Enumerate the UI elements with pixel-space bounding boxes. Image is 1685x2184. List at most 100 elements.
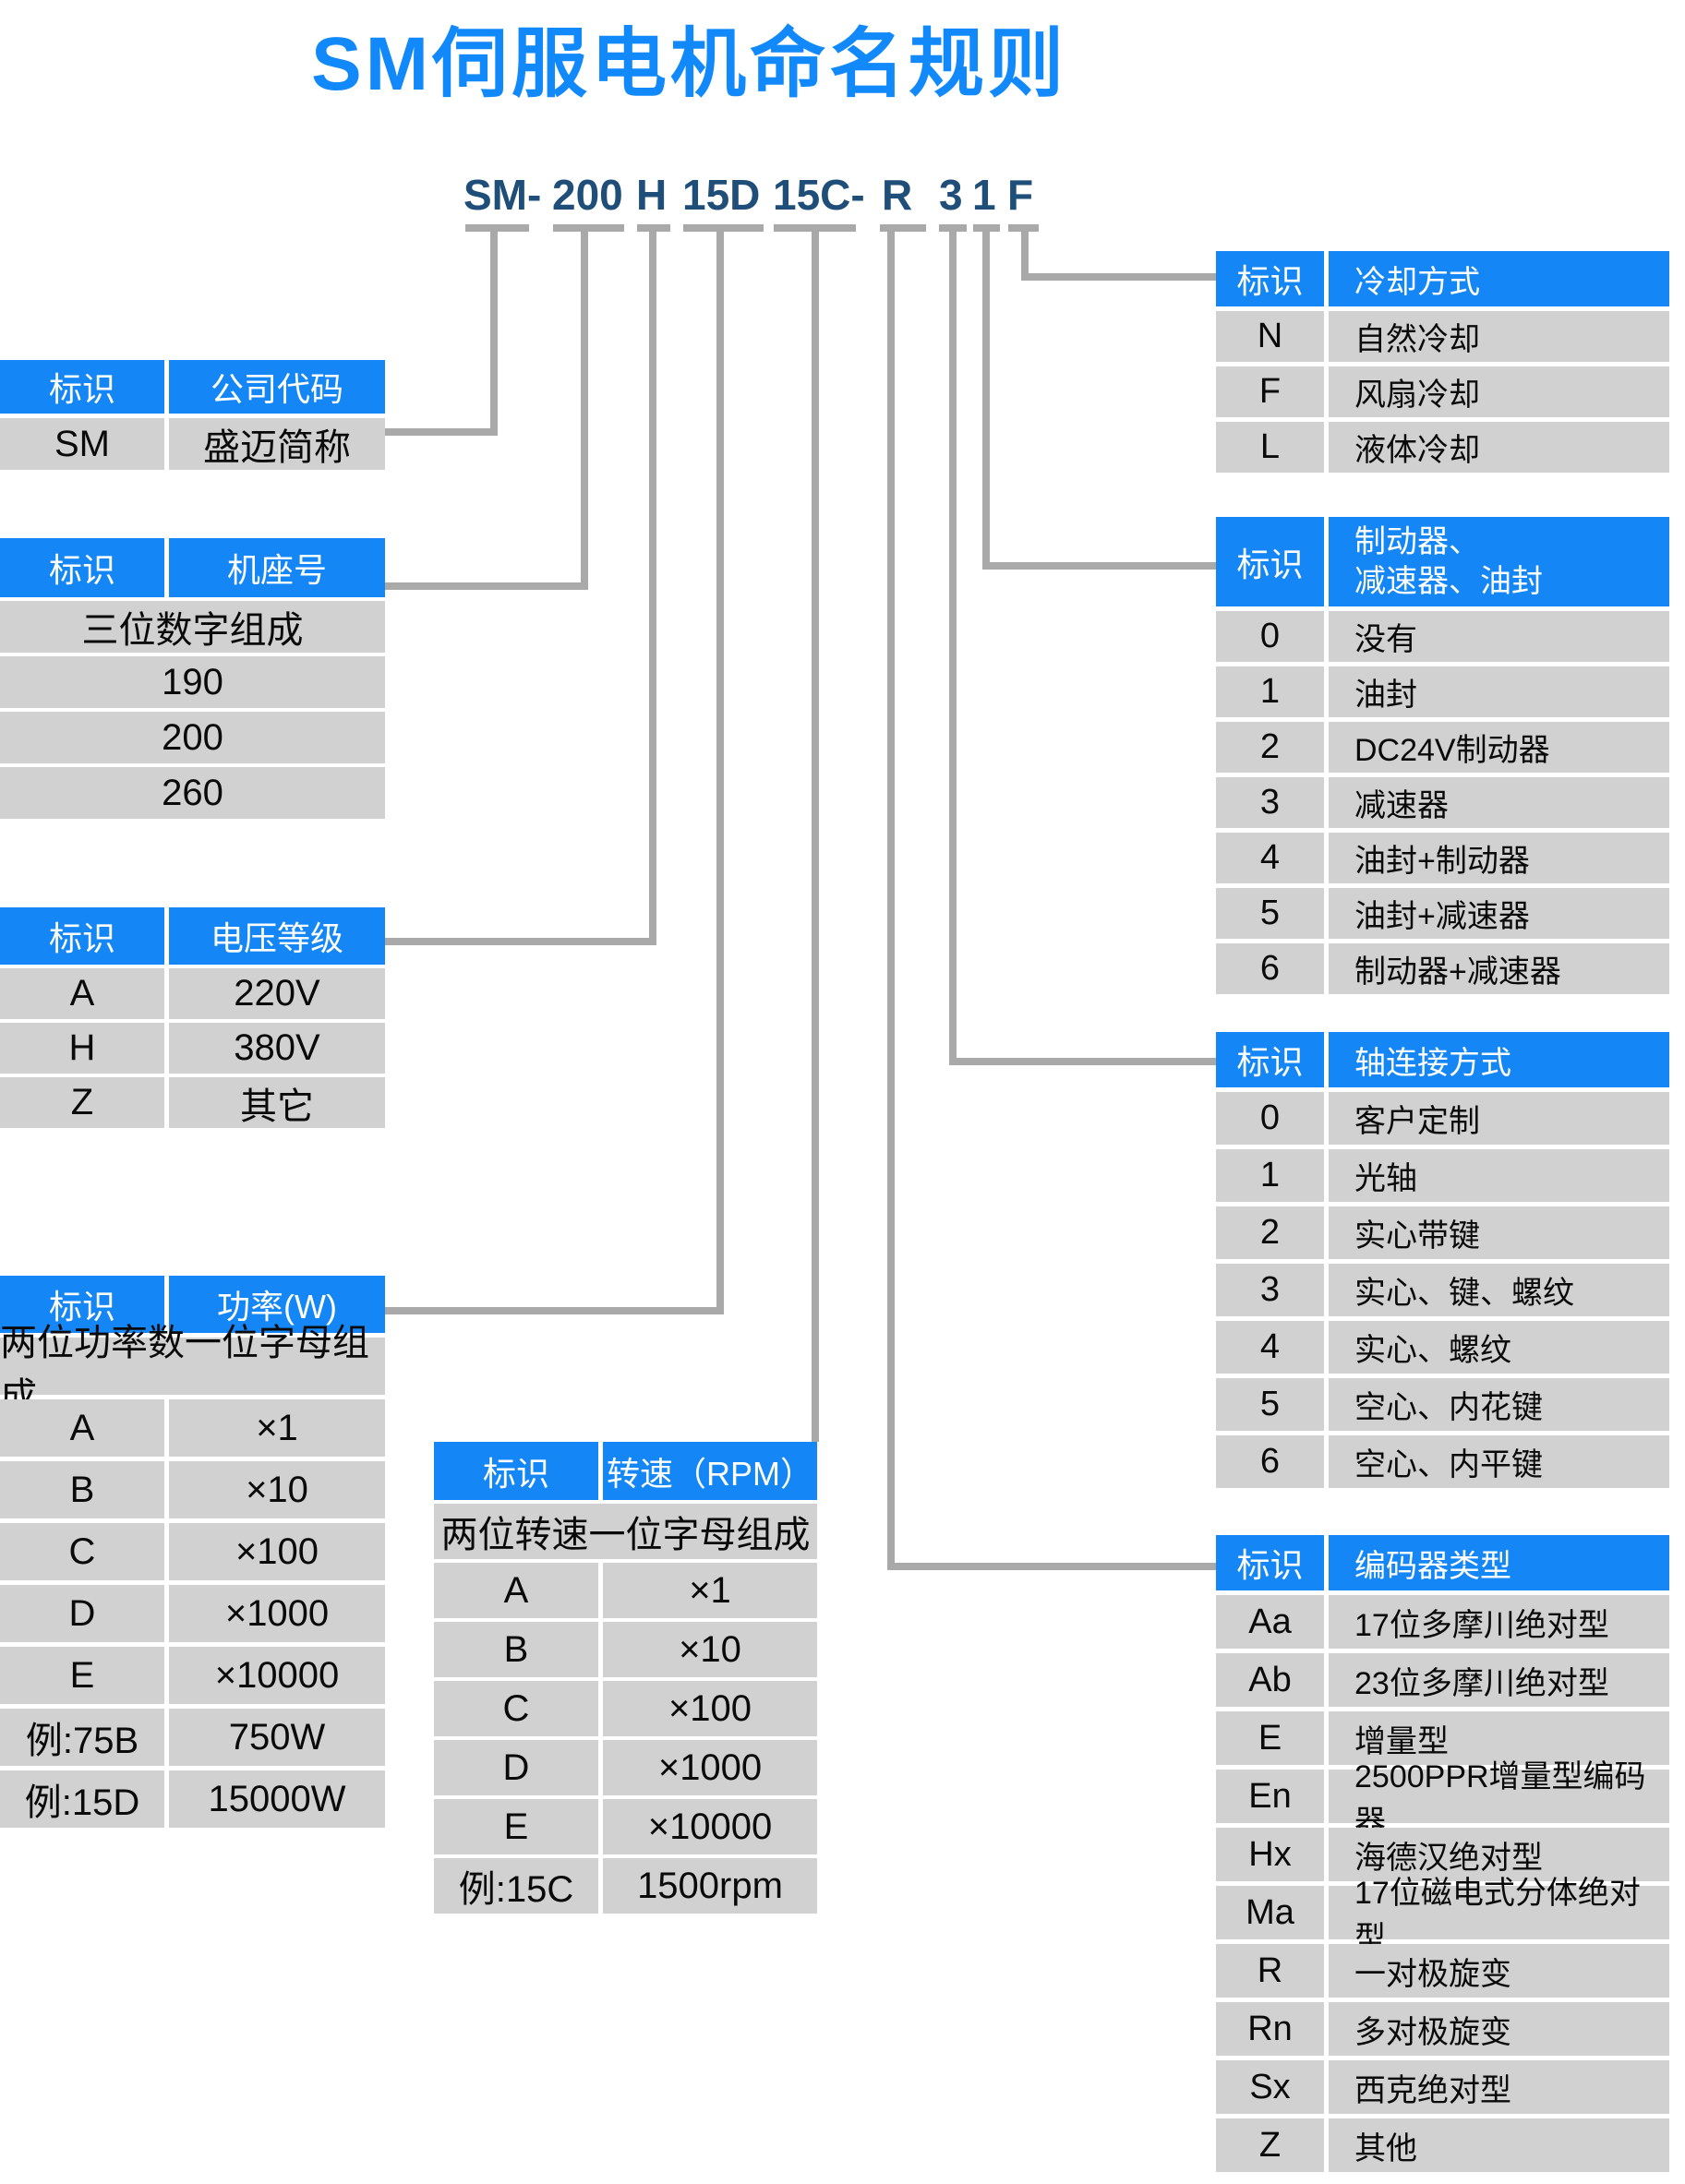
cell-id: Z — [1216, 2118, 1324, 2172]
table-body: SM 盛迈简称 — [0, 418, 385, 470]
col-header-value: 功率(W) — [169, 1276, 385, 1333]
cell-id: 3 — [1216, 1264, 1324, 1316]
cell-note: 两位功率数一位字母组成 — [0, 1323, 385, 1417]
table-row: C ×100 — [0, 1523, 385, 1580]
cell-value: ×1000 — [603, 1740, 817, 1795]
cell-value: 油封+制动器 — [1329, 833, 1669, 883]
cell-value: 260 — [0, 767, 385, 819]
table-row: 6 空心、内平键 — [1216, 1435, 1669, 1488]
cell-value: ×100 — [169, 1523, 385, 1580]
table-row: C ×100 — [434, 1681, 817, 1736]
connector-h-frame — [385, 582, 588, 590]
table-row: 5 空心、内花键 — [1216, 1378, 1669, 1431]
cell-value: 17位多摩川绝对型 — [1329, 1595, 1669, 1649]
model-underline — [637, 224, 670, 232]
table-row: Aa 17位多摩川绝对型 — [1216, 1595, 1669, 1649]
table-body: A ×1 B ×10 C ×100 D ×1000 — [0, 1399, 385, 1828]
table-row: 3 减速器 — [1216, 777, 1669, 828]
cell-id: 5 — [1216, 1378, 1324, 1431]
table-row: 200 — [0, 712, 385, 763]
cell-id: 4 — [1216, 833, 1324, 883]
col-header-id: 标识 — [1216, 251, 1324, 306]
cell-value: 光轴 — [1329, 1149, 1669, 1202]
table-row: Ma 17位磁电式分体绝对型 — [1216, 1876, 1669, 1956]
connector-v-brake — [982, 229, 990, 570]
cell-value: ×10 — [603, 1622, 817, 1677]
cell-id: En — [1216, 1770, 1324, 1823]
cell-value: ×10 — [169, 1461, 385, 1518]
table-row: SM 盛迈简称 — [0, 418, 385, 470]
table-body: N 自然冷却 F 风扇冷却 L 液体冷却 — [1216, 311, 1669, 473]
table-speed-rpm: 标识 转速（RPM） 两位转速一位字母组成 A ×1 B ×10 C ×1 — [434, 1442, 817, 1914]
cell-id: Ab — [1216, 1653, 1324, 1707]
model-underline — [553, 224, 624, 232]
cell-value: 风扇冷却 — [1329, 366, 1669, 417]
cell-value: 空心、内花键 — [1329, 1378, 1669, 1431]
model-underline — [973, 224, 1000, 232]
cell-value: ×1000 — [169, 1585, 385, 1642]
table-power: 标识 功率(W) 两位功率数一位字母组成 A ×1 B ×10 C ×10 — [0, 1276, 385, 1828]
table-encoder-type: 标识 编码器类型 Aa 17位多摩川绝对型 Ab 23位多摩川绝对型 E 增量型 — [1216, 1535, 1669, 2172]
cell-value: 减速器 — [1329, 777, 1669, 828]
col-header-id: 标识 — [1216, 1535, 1324, 1590]
table-row: 3 实心、键、螺纹 — [1216, 1264, 1669, 1316]
table-row: L 液体冷却 — [1216, 422, 1669, 473]
cell-value: 自然冷却 — [1329, 311, 1669, 362]
cell-value: ×10000 — [603, 1799, 817, 1854]
connector-v-encoder — [887, 229, 895, 1570]
table-body: 0 没有 1 油封 2 DC24V制动器 3 减速器 — [1216, 611, 1669, 994]
cell-id: 例:15C — [434, 1858, 598, 1914]
cell-value: DC24V制动器 — [1329, 722, 1669, 773]
table-row: 例:75B 750W — [0, 1709, 385, 1766]
table-row: 6 制动器+减速器 — [1216, 943, 1669, 994]
connector-h-company — [385, 428, 498, 436]
cell-value: 增量型 — [1329, 1711, 1669, 1765]
connector-h-brake — [982, 562, 1216, 570]
col-header-value: 公司代码 — [169, 360, 385, 414]
cell-id: 3 — [1216, 777, 1324, 828]
table-row: 三位数字组成 — [0, 601, 385, 653]
cell-id: 0 — [1216, 1092, 1324, 1145]
table-row: Sx 西克绝对型 — [1216, 2060, 1669, 2114]
table-row: E ×10000 — [0, 1647, 385, 1704]
table-row: 例:15D 15000W — [0, 1770, 385, 1828]
table-header: 标识 电压等级 — [0, 907, 385, 965]
table-row: A 220V — [0, 968, 385, 1019]
model-underline — [683, 224, 764, 232]
col-header-id: 标识 — [434, 1442, 598, 1500]
table-row: 2 实心带键 — [1216, 1206, 1669, 1259]
model-segment-brake: 1 — [972, 171, 996, 219]
cell-id: F — [1216, 366, 1324, 417]
cell-id: E — [434, 1799, 598, 1854]
cell-id: Z — [0, 1077, 164, 1128]
table-row: Z 其它 — [0, 1077, 385, 1128]
table-body: A 220V H 380V Z 其它 — [0, 968, 385, 1128]
table-header: 标识 制动器、 减速器、油封 — [1216, 517, 1669, 606]
page-title: SM伺服电机命名规则 — [311, 22, 1068, 106]
cell-id: 1 — [1216, 666, 1324, 717]
cell-value: 1500rpm — [603, 1858, 817, 1914]
table-header: 标识 功率(W) — [0, 1276, 385, 1333]
model-segment-encoder: R — [882, 171, 913, 219]
table-voltage-class: 标识 电压等级 A 220V H 380V Z 其它 — [0, 907, 385, 1128]
table-row: 0 客户定制 — [1216, 1092, 1669, 1145]
cell-id: N — [1216, 311, 1324, 362]
connector-v-frame — [581, 229, 588, 590]
cell-id: 2 — [1216, 722, 1324, 773]
cell-value: 17位磁电式分体绝对型 — [1329, 1876, 1669, 1956]
cell-value: 380V — [169, 1023, 385, 1074]
cell-value: ×1 — [603, 1563, 817, 1618]
model-segment-voltage: H — [636, 171, 668, 219]
cell-value: 190 — [0, 656, 385, 708]
cell-id: R — [1216, 1944, 1324, 1998]
model-underline — [939, 224, 967, 232]
table-header: 标识 轴连接方式 — [1216, 1032, 1669, 1087]
connector-h-voltage — [385, 938, 656, 945]
cell-id: 例:75B — [0, 1709, 164, 1766]
model-underline — [774, 224, 856, 232]
cell-value: 油封 — [1329, 666, 1669, 717]
model-segment-power: 15D — [682, 171, 761, 219]
cell-value: 23位多摩川绝对型 — [1329, 1653, 1669, 1707]
table-row: 4 油封+制动器 — [1216, 833, 1669, 883]
cell-id: H — [0, 1023, 164, 1074]
